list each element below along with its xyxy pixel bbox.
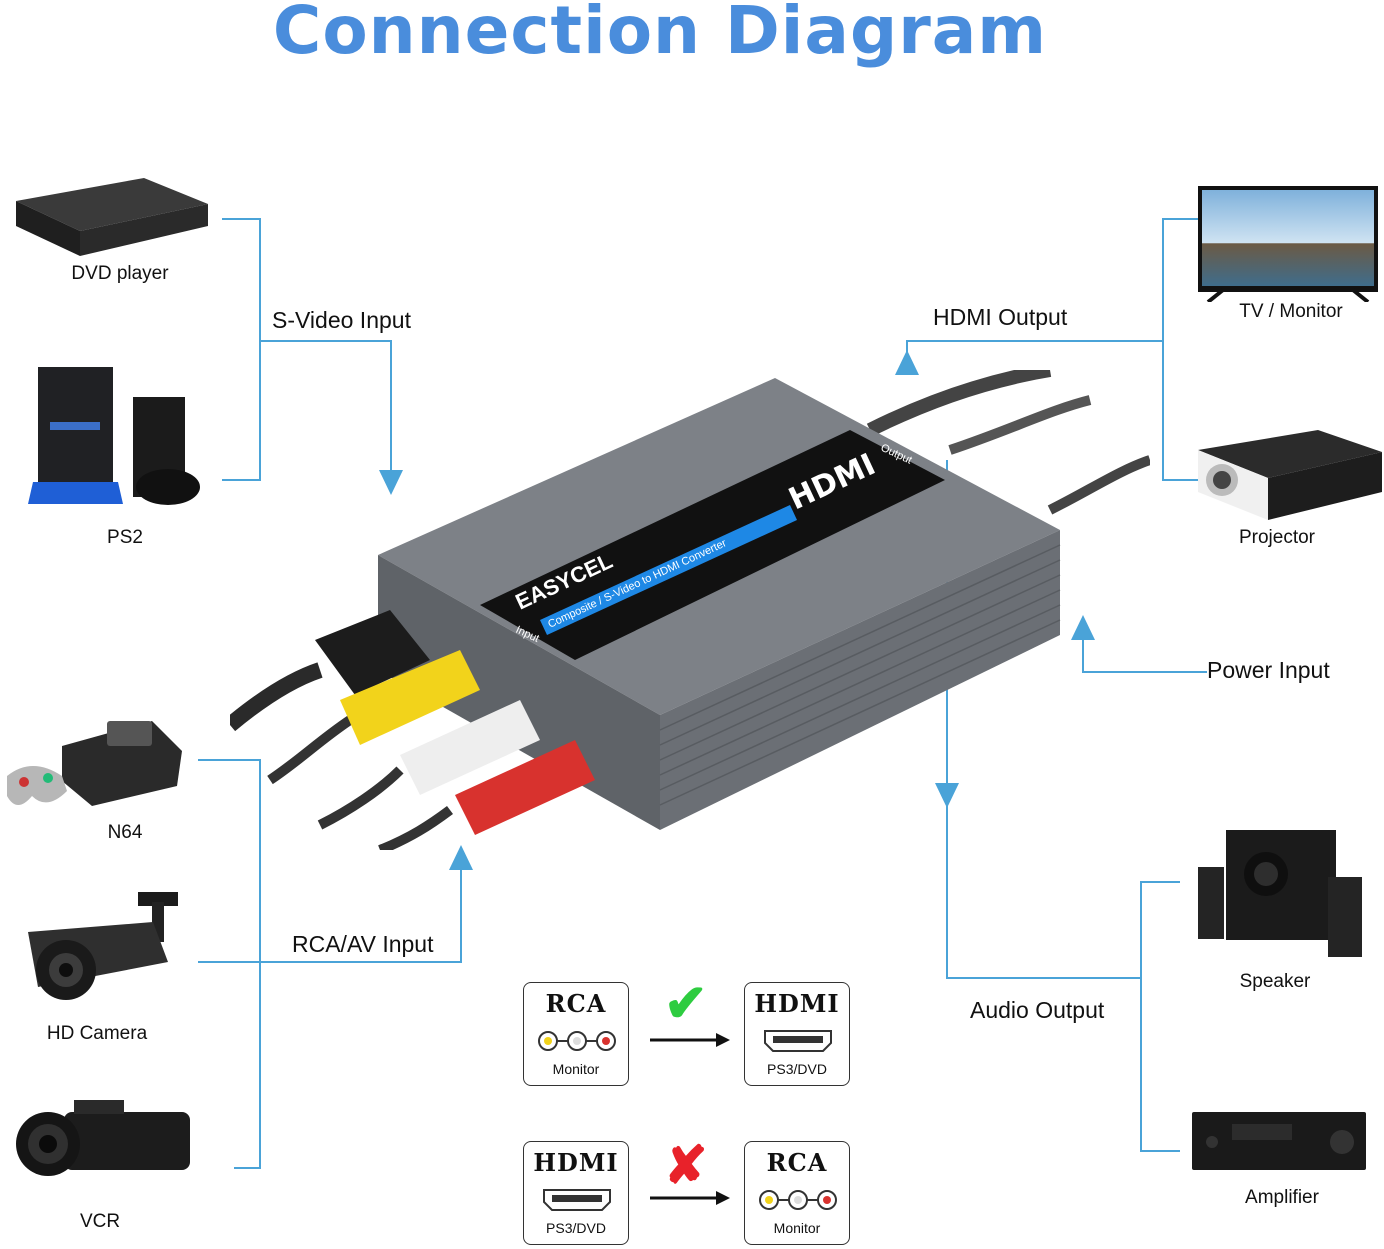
card-title: HDMI	[754, 989, 840, 1018]
rca-arrow-icon	[449, 845, 473, 870]
card-title: RCA	[766, 1148, 828, 1177]
check-icon: ✔	[664, 975, 708, 1033]
audio-arrow-icon	[935, 783, 959, 808]
compat-target-card-hdmi: HDMI PS3/DVD	[744, 982, 850, 1086]
hdmi-out-arrow-icon	[895, 350, 919, 375]
compat-source-card-rca: RCA Monitor	[523, 982, 629, 1086]
hdmi-port-icon	[764, 1030, 832, 1052]
card-subtitle: Monitor	[552, 1061, 600, 1077]
device-label-n64: N64	[107, 822, 143, 843]
arrow-right-icon	[650, 1033, 730, 1047]
cross-icon: ✘	[664, 1137, 708, 1195]
converter-device: EASYCEL Composite / S-Video to HDMI Conv…	[230, 370, 1150, 850]
card-subtitle: PS3/DVD	[767, 1061, 827, 1077]
device-label-speaker: Speaker	[1239, 971, 1311, 992]
projector-icon	[1198, 430, 1382, 520]
label-hdmi-output: HDMI Output	[933, 304, 1068, 330]
n64-icon	[7, 721, 182, 806]
device-label-vcr: VCR	[79, 1211, 121, 1232]
device-label-hd-camera: HD Camera	[46, 1023, 148, 1044]
label-rca-av-input: RCA/AV Input	[292, 931, 434, 957]
tv-monitor-icon	[1198, 186, 1378, 302]
card-subtitle: PS3/DVD	[546, 1220, 606, 1236]
device-label-amplifier: Amplifier	[1245, 1187, 1319, 1208]
compat-source-card-hdmi: HDMI PS3/DVD	[523, 1141, 629, 1245]
device-label-dvd-player: DVD player	[71, 263, 169, 284]
device-label-projector: Projector	[1238, 527, 1316, 548]
card-subtitle: Monitor	[773, 1220, 821, 1236]
compat-target-card-rca: RCA Monitor	[744, 1141, 850, 1245]
rca-jacks-icon	[538, 1031, 616, 1051]
amplifier-icon	[1192, 1112, 1366, 1170]
rca-jacks-icon	[759, 1190, 837, 1210]
label-power-input: Power Input	[1207, 657, 1330, 683]
dvd-player-icon	[16, 178, 208, 256]
card-title: RCA	[545, 989, 607, 1018]
power-arrow-icon	[1071, 615, 1095, 640]
card-title: HDMI	[533, 1148, 619, 1177]
page-title: Connection Diagram	[272, 0, 1048, 69]
speaker-icon	[1198, 830, 1362, 957]
label-svideo-input: S-Video Input	[272, 307, 411, 333]
svideo-arrow-icon	[379, 470, 403, 495]
label-audio-output: Audio Output	[970, 997, 1105, 1023]
ps2-icon	[28, 367, 200, 505]
hdmi-port-icon	[543, 1189, 611, 1211]
arrow-right-icon	[650, 1191, 730, 1205]
hd-camera-icon	[28, 892, 178, 1000]
device-label-tv-monitor: TV / Monitor	[1239, 301, 1343, 322]
device-label-ps2: PS2	[107, 527, 143, 548]
vcr-icon	[16, 1100, 190, 1176]
